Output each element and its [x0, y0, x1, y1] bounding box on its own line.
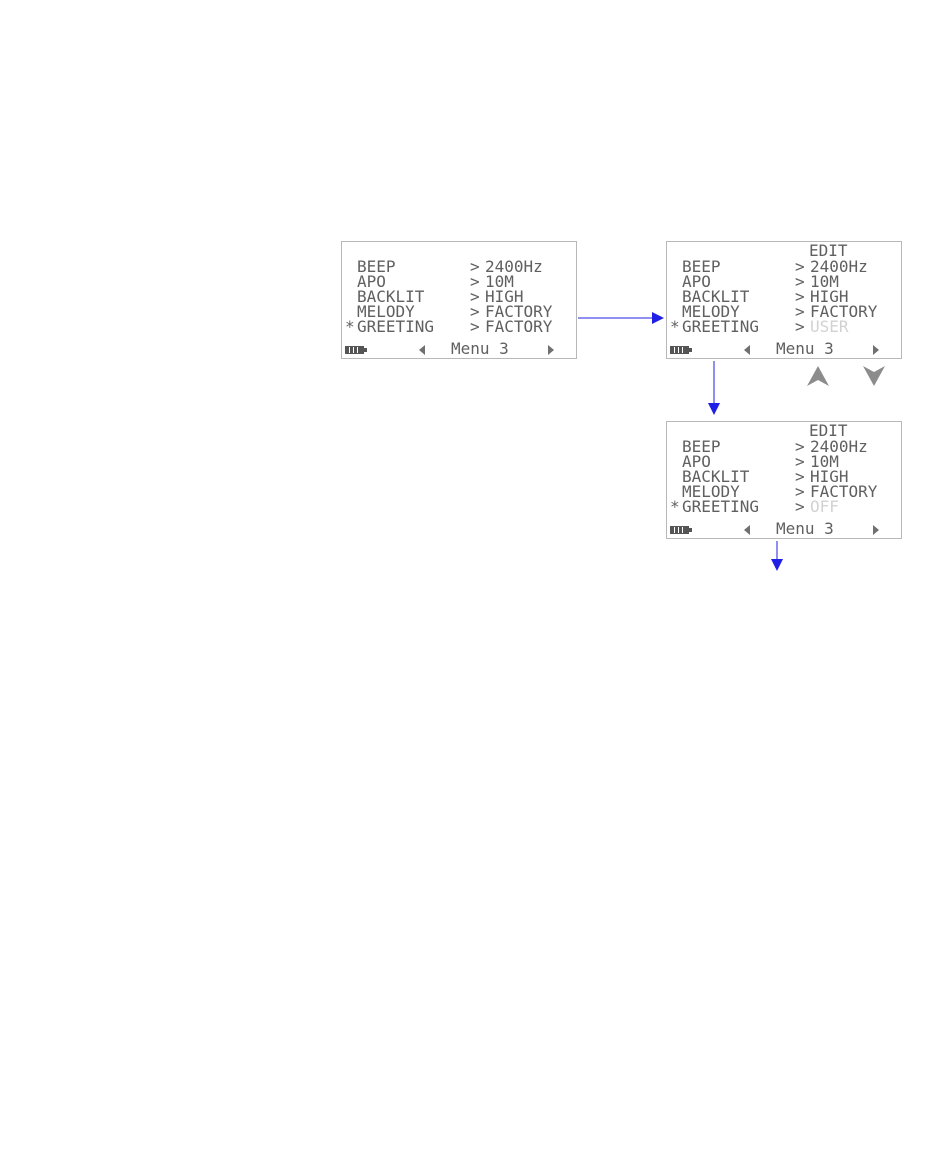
lcd-footer: Menu 3: [342, 341, 576, 357]
right-triangle-icon: [873, 345, 879, 355]
arrow-down-continue: [770, 541, 784, 571]
edit-label: EDIT: [809, 423, 848, 438]
arrow-down-connector: [707, 361, 721, 415]
row-value-editing: USER: [810, 319, 849, 334]
row-label: GREETING: [682, 319, 759, 334]
row-star: *: [345, 319, 355, 334]
up-key-icon: [807, 366, 829, 386]
row-separator: >: [795, 499, 805, 514]
row-greeting: * GREETING > FACTORY: [342, 319, 576, 334]
row-value: FACTORY: [485, 319, 552, 334]
lcd-footer: Menu 3: [667, 521, 901, 537]
right-triangle-icon: [873, 525, 879, 535]
battery-icon: [670, 346, 692, 354]
menu-label: Menu 3: [776, 521, 834, 537]
lcd-screen-1: BEEP > 2400Hz APO > 10M BACKLIT > HIGH M…: [341, 241, 577, 359]
left-triangle-icon: [744, 345, 750, 355]
battery-icon: [670, 526, 692, 534]
menu-label: Menu 3: [451, 341, 509, 357]
lcd-screen-2: EDIT BEEP > 2400Hz APO > 10M BACKLIT > H…: [666, 241, 902, 359]
down-key-icon: [863, 366, 885, 386]
right-triangle-icon: [548, 345, 554, 355]
menu-label: Menu 3: [776, 341, 834, 357]
lcd-footer: Menu 3: [667, 341, 901, 357]
row-value-editing: OFF: [810, 499, 839, 514]
row-label: GREETING: [357, 319, 434, 334]
row-greeting: * GREETING > OFF: [667, 499, 901, 514]
edit-label: EDIT: [809, 243, 848, 258]
battery-icon: [345, 346, 367, 354]
lcd-screen-3: EDIT BEEP > 2400Hz APO > 10M BACKLIT > H…: [666, 421, 902, 539]
row-greeting: * GREETING > USER: [667, 319, 901, 334]
row-separator: >: [470, 319, 480, 334]
left-triangle-icon: [419, 345, 425, 355]
row-star: *: [670, 499, 680, 514]
row-separator: >: [795, 319, 805, 334]
row-label: GREETING: [682, 499, 759, 514]
left-triangle-icon: [744, 525, 750, 535]
row-star: *: [670, 319, 680, 334]
arrow-right-connector: [578, 311, 664, 325]
